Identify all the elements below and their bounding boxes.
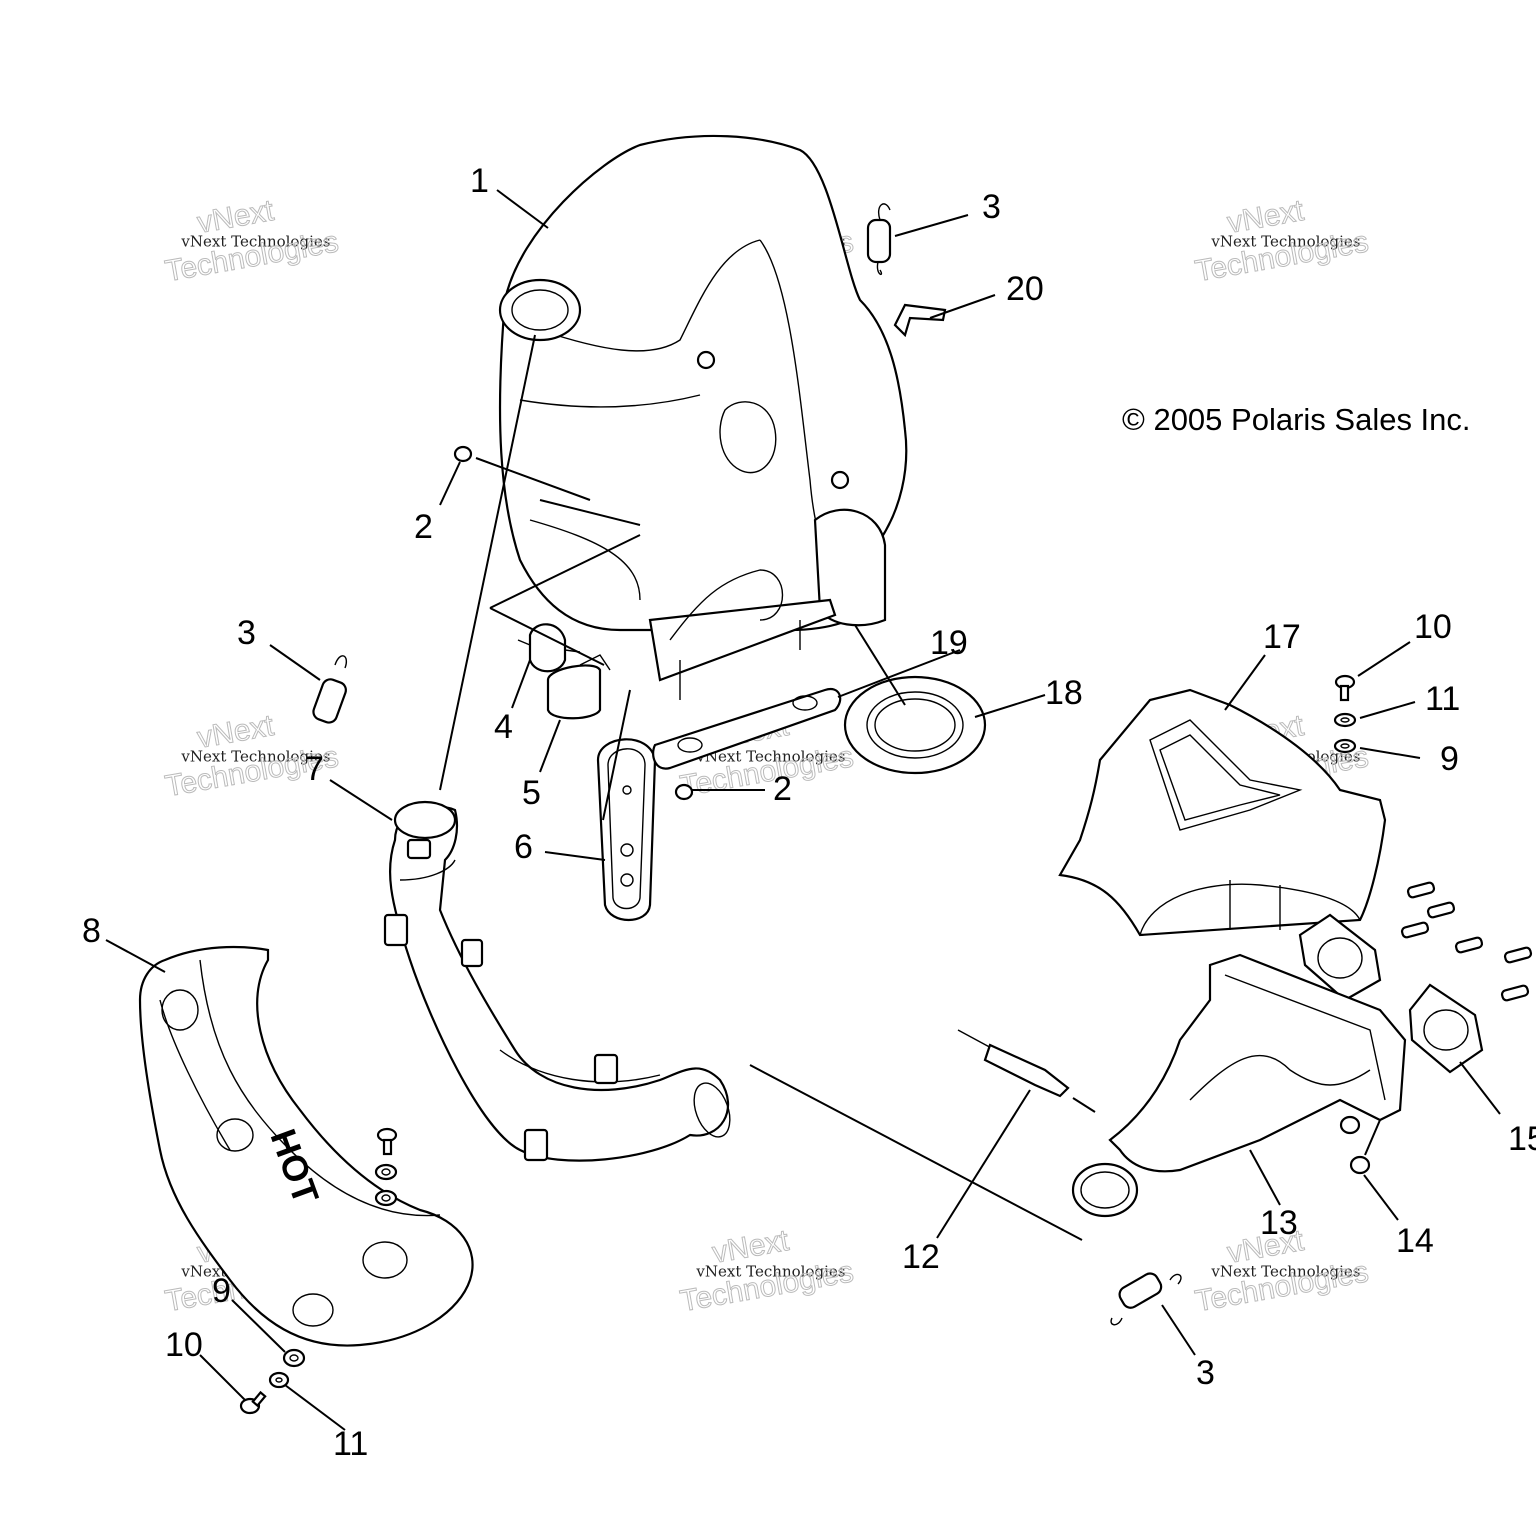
part-6-gasket-plate[interactable] (596, 738, 657, 921)
part-11-grommet-upper[interactable] (374, 1163, 398, 1181)
callout-3[interactable]: 3 (1196, 1354, 1215, 1392)
part-3-spring-bottom[interactable] (1110, 1271, 1182, 1326)
part-15-gasket-left[interactable] (1298, 913, 1382, 1002)
part-3-spring-left[interactable] (311, 655, 348, 725)
part-2-nut-top[interactable] (453, 445, 473, 463)
leader-lines (105, 189, 1501, 1431)
part-18-seal[interactable] (843, 675, 987, 775)
svg-text:vNext Technologies: vNext Technologies (695, 1262, 845, 1280)
part-1-muffler[interactable] (498, 134, 908, 700)
callout-9[interactable]: 9 (212, 1272, 231, 1310)
part-15-gasket-right[interactable] (1408, 983, 1484, 1074)
part-9-washer-lower[interactable] (282, 1348, 306, 1368)
callout-11[interactable]: 11 (333, 1425, 368, 1463)
callout-20[interactable]: 20 (1006, 270, 1044, 308)
part-17-manifold-heat-shield[interactable] (1058, 688, 1387, 937)
callout-6[interactable]: 6 (514, 828, 533, 866)
callout-18[interactable]: 18 (1045, 674, 1083, 712)
watermark: vNext vNext Technologies Technologies (162, 194, 341, 289)
callout-13[interactable]: 13 (1260, 1204, 1298, 1242)
part-9-washer-upper[interactable] (374, 1189, 398, 1207)
svg-text:vNext Technologies: vNext Technologies (180, 232, 330, 250)
svg-text:vNext Technologies: vNext Technologies (1210, 232, 1360, 250)
part-19-mount-plate[interactable] (652, 687, 842, 770)
part-11-grommet-right[interactable] (1333, 712, 1357, 728)
part-4-rubber-mount[interactable] (517, 623, 581, 673)
part-20-bracket[interactable] (893, 303, 947, 338)
part-10-rivet-lower[interactable] (239, 1390, 267, 1415)
part-10-rivet-upper[interactable] (376, 1127, 398, 1156)
callout-10[interactable]: 10 (1414, 608, 1452, 646)
callout-12[interactable]: 12 (902, 1238, 940, 1276)
callout-15[interactable]: 15 (1508, 1120, 1536, 1158)
callout-4[interactable]: 4 (494, 708, 513, 746)
callout-5[interactable]: 5 (522, 774, 541, 812)
callout-1[interactable]: 1 (470, 162, 489, 200)
callout-2[interactable]: 2 (773, 770, 792, 808)
svg-text:vNext Technologies: vNext Technologies (695, 747, 845, 765)
callout-7[interactable]: 7 (305, 750, 324, 788)
part-7-exhaust-pipe[interactable] (383, 800, 737, 1162)
part-10-rivet-right[interactable] (1334, 674, 1356, 702)
callout-8[interactable]: 8 (82, 912, 101, 950)
callout-10[interactable]: 10 (165, 1326, 203, 1364)
callout-14[interactable]: 14 (1396, 1222, 1434, 1260)
copyright-notice: © 2005 Polaris Sales Inc. (1122, 402, 1471, 437)
watermark: vNext vNext Technologies Technologies (677, 1224, 856, 1319)
part-11-grommet-lower[interactable] (268, 1371, 290, 1389)
part-5-clamp[interactable] (546, 654, 611, 720)
callout-11[interactable]: 11 (1425, 680, 1460, 718)
svg-text:vNext Technologies: vNext Technologies (180, 747, 330, 765)
part-8-heat-shield[interactable]: HOT (138, 945, 474, 1347)
callout-2[interactable]: 2 (414, 508, 433, 546)
callout-19[interactable]: 19 (930, 624, 968, 662)
part-14-nut[interactable] (1349, 1155, 1371, 1175)
studs (1400, 881, 1533, 1002)
callout-9[interactable]: 9 (1440, 740, 1459, 778)
callout-3[interactable]: 3 (982, 188, 1001, 226)
part-3-spring-top[interactable] (866, 203, 892, 276)
part-12-oxygen-sensor[interactable] (957, 1029, 1070, 1098)
watermark: vNext vNext Technologies Technologies (1192, 194, 1371, 289)
part-2-nut-lower[interactable] (674, 783, 694, 801)
svg-text:vNext Technologies: vNext Technologies (1210, 1262, 1360, 1280)
part-9-washer-right[interactable] (1333, 738, 1357, 754)
callouts: 1 2 2 3 3 3 4 5 6 7 8 9 9 10 10 11 11 12… (82, 162, 1536, 1463)
part-13-exhaust-manifold[interactable] (1071, 953, 1407, 1218)
callout-17[interactable]: 17 (1263, 618, 1301, 656)
callout-3[interactable]: 3 (237, 614, 256, 652)
